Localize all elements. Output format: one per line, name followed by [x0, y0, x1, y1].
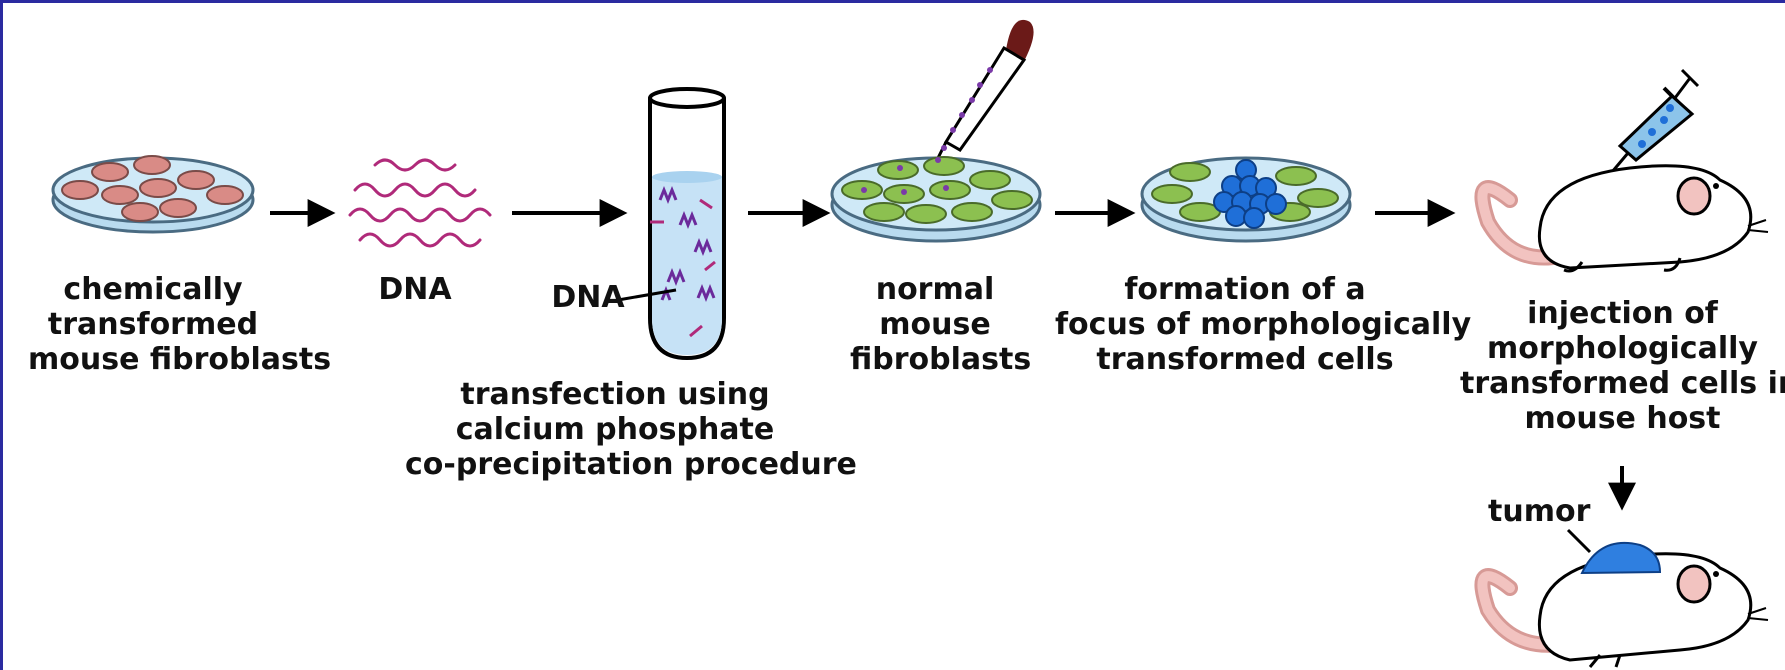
label-transfection: transfection using calcium phosphate co-…: [405, 377, 857, 482]
label-dna: DNA: [378, 272, 452, 307]
label-tube-dna: DNA: [551, 280, 625, 315]
label-tumor: tumor: [1488, 494, 1591, 529]
dropper: [936, 19, 1034, 159]
transformed-focus: [1213, 159, 1287, 229]
mouse-host: [1474, 164, 1769, 273]
tube-dna-pointer: [617, 288, 677, 302]
petri-dish-normal: [830, 156, 1042, 243]
label-chemically-transformed: chemically transformed mouse fibroblasts: [28, 272, 332, 377]
transformed-cells: [61, 155, 244, 222]
label-injection: injection of morphologically transformed…: [1460, 296, 1785, 436]
tumor-icon: [1580, 541, 1662, 575]
label-focus-formation: formation of a focus of morphologically …: [1055, 272, 1472, 377]
petri-dish-transformed: [51, 155, 255, 234]
test-tube: [648, 87, 726, 361]
dna-precipitate: [658, 185, 716, 303]
petri-dish-focus: [1140, 156, 1352, 243]
dna-strands: [348, 158, 492, 248]
dna-fragments: [650, 198, 716, 338]
syringe: [1610, 68, 1700, 173]
mouse-with-tumor: [1474, 541, 1769, 668]
label-normal-fibroblasts: normal mouse fibroblasts: [850, 272, 1032, 377]
tumor-pointer: [1566, 528, 1592, 554]
